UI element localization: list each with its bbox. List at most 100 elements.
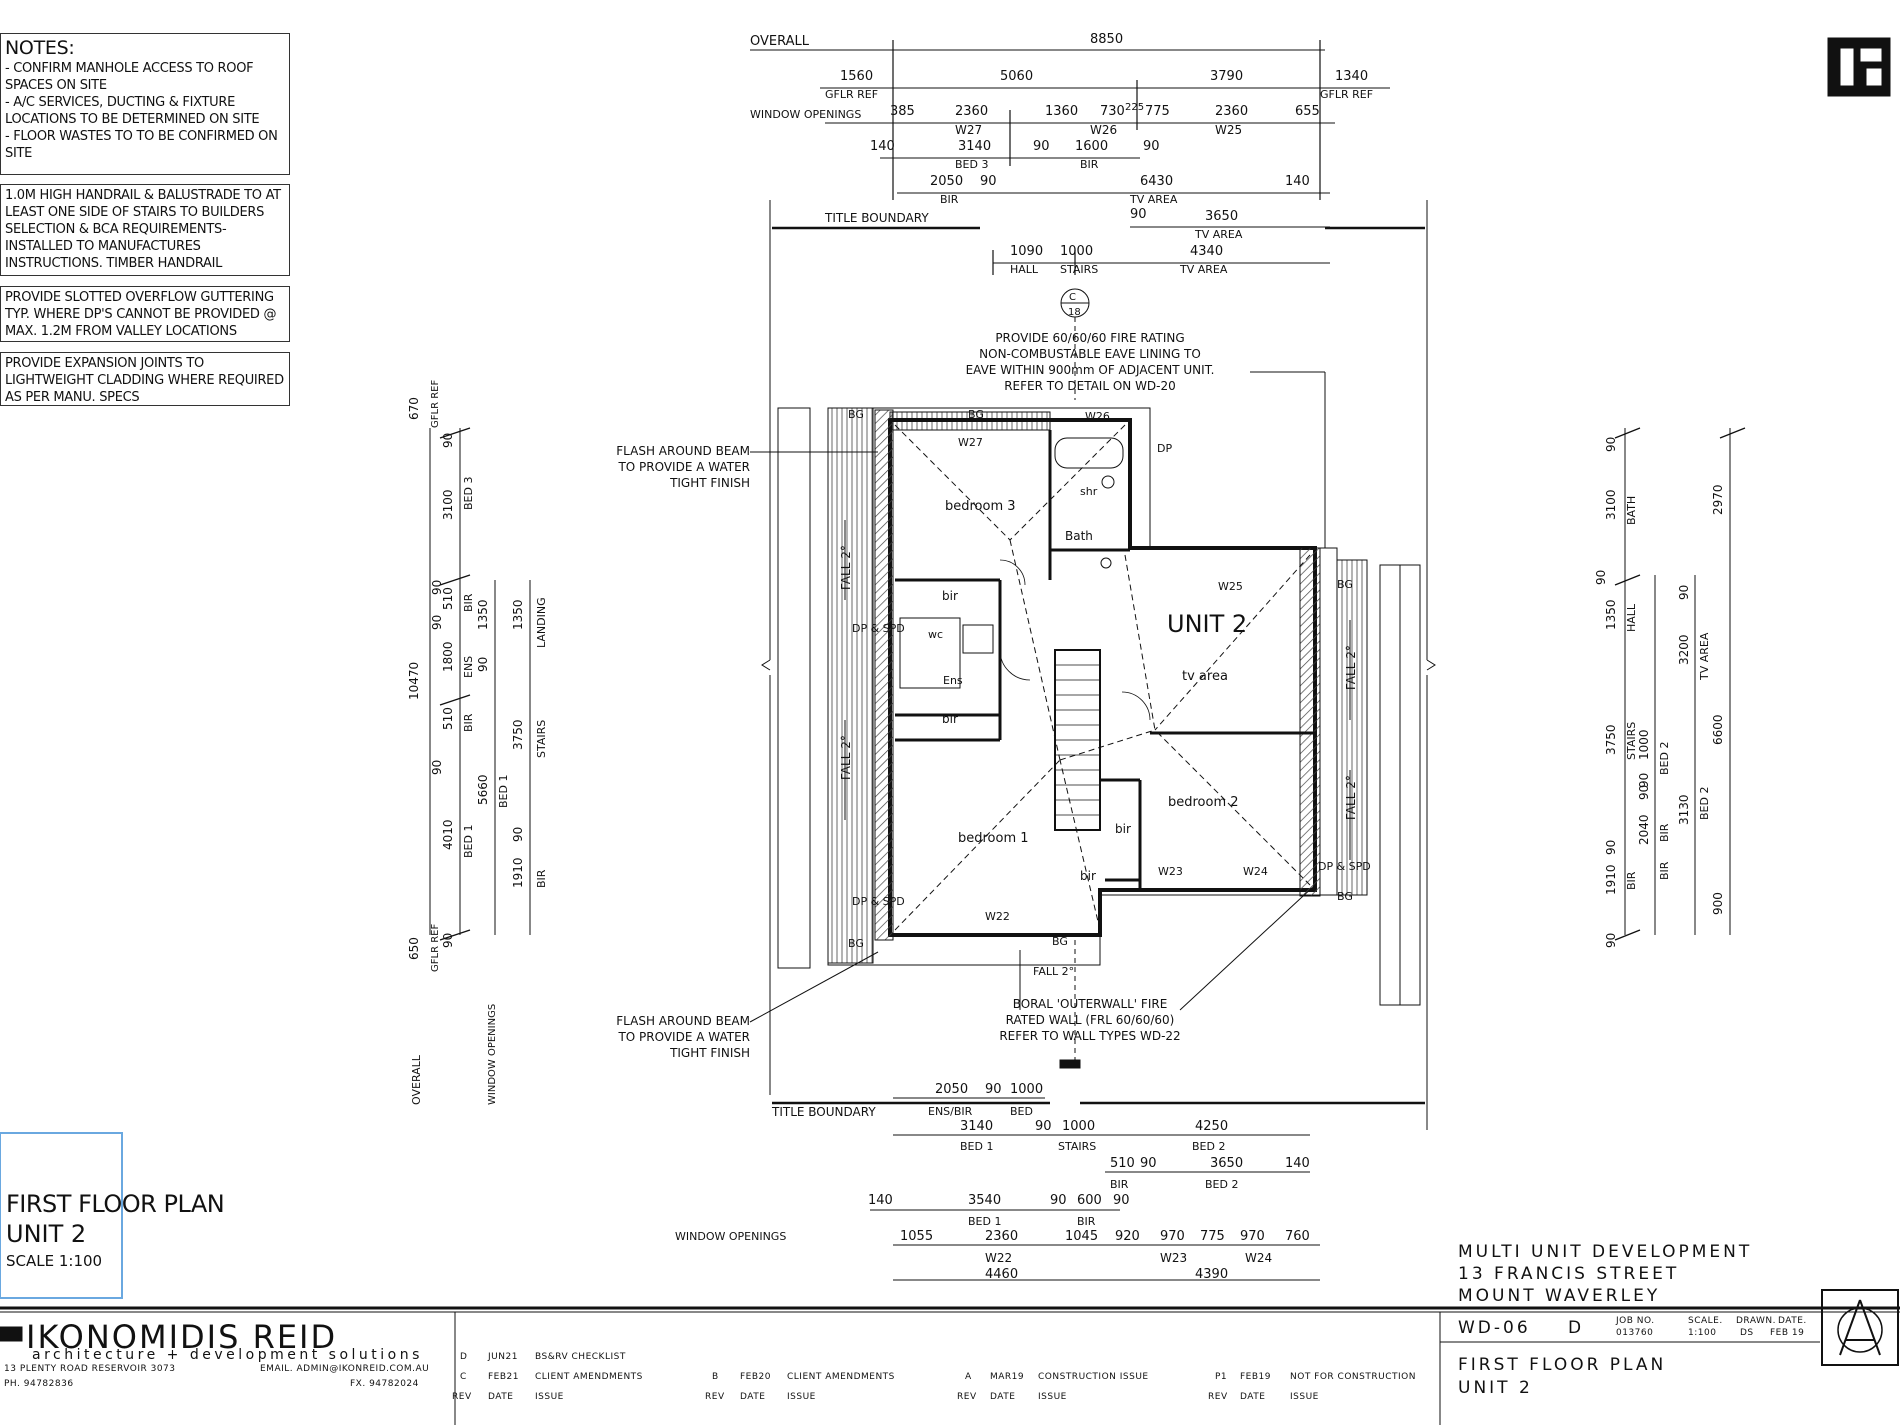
rev-header-date: DATE (488, 1392, 514, 1402)
dim: 670 (407, 397, 421, 420)
dim-label: STAIRS (1058, 1140, 1096, 1153)
window-openings-label: WINDOW OPENINGS (675, 1230, 786, 1243)
dim: 90 (1140, 1156, 1157, 1171)
dim-window: 970 (1160, 1229, 1185, 1244)
dim: 90 (476, 657, 490, 672)
notes-heading: NOTES: (5, 37, 75, 59)
dim-window: 760 (1285, 1229, 1310, 1244)
dim-label: HALL (1010, 263, 1039, 276)
dim-window: 1045 (1065, 1229, 1098, 1244)
dim-label: ENS/BIR (928, 1105, 973, 1118)
dim-label: BED 1 (462, 825, 475, 858)
dim-window: 920 (1115, 1229, 1140, 1244)
dim-label: BED 2 (1658, 742, 1671, 775)
unit-label: UNIT 2 (1167, 610, 1247, 638)
rev-b-date: FEB20 (740, 1372, 771, 1382)
dim-label: BED (1010, 1105, 1033, 1118)
window-label: W26 (1090, 123, 1117, 137)
dim-label: GFLR REF (430, 924, 441, 972)
dim-label: WINDOW OPENINGS (487, 1004, 498, 1105)
rev-b-issue: CLIENT AMENDMENTS (787, 1372, 895, 1382)
dp-tag: DP & SPD (852, 622, 905, 635)
job-no-label: JOB NO. (1616, 1316, 1655, 1326)
dim: 3650 (1210, 1156, 1243, 1171)
dim: 90 (980, 174, 997, 189)
fire-rating-note: PROVIDE 60/60/60 FIRE RATING (995, 331, 1184, 345)
rev-header-issue: ISSUE (1290, 1392, 1319, 1402)
dp-tag: DP & SPD (852, 895, 905, 908)
dim-label: BIR (535, 869, 548, 888)
dim-label: ENS (462, 656, 475, 678)
window-tag: W23 (1158, 865, 1183, 878)
dim: 90 (511, 827, 525, 842)
sheet-subtitle: UNIT 2 (1458, 1378, 1533, 1398)
dim: 140 (1285, 174, 1310, 189)
project-name: MULTI UNIT DEVELOPMENT (1458, 1242, 1753, 1262)
rev-p1-rev: P1 (1215, 1372, 1228, 1382)
dim: 6600 (1711, 714, 1725, 745)
drawn-label: DRAWN. (1736, 1316, 1776, 1326)
dim: 1000 (1010, 1082, 1043, 1097)
company-email: EMAIL. ADMIN@IKONREID.COM.AU (260, 1364, 430, 1374)
dim: 90 (1050, 1193, 1067, 1208)
dim-window: 970 (1240, 1229, 1265, 1244)
drawing-revision: D (1568, 1318, 1582, 1338)
flash-note: TIGHT FINISH (669, 476, 750, 490)
plan-unit: UNIT 2 (6, 1220, 87, 1248)
rev-header-issue: ISSUE (787, 1392, 816, 1402)
note-item: - A/C SERVICES, DUCTING & FIXTURE LOCATI… (5, 95, 260, 127)
dim: 3130 (1677, 794, 1691, 825)
dim: 5660 (476, 774, 490, 805)
dim: 4460 (985, 1267, 1018, 1282)
bg-tag: BG (1337, 578, 1353, 591)
dim-label: GFLR REF (430, 380, 441, 428)
dim-label: BED 2 (1205, 1178, 1238, 1191)
flash-note: TO PROVIDE A WATER (617, 1030, 750, 1044)
dim: 90 (441, 433, 455, 448)
room-label: tv area (1182, 669, 1228, 684)
rev-header-rev: REV (1208, 1392, 1228, 1402)
room-label: bir (1080, 869, 1096, 883)
dim: 3100 (1604, 489, 1618, 520)
drawing-number: WD-06 (1458, 1318, 1531, 1338)
window-label: W23 (1160, 1251, 1187, 1265)
fall-tag: FALL 2° (839, 545, 853, 590)
dim: 1600 (1075, 139, 1108, 154)
title-boundary-label: TITLE BOUNDARY (771, 1105, 876, 1119)
handrail-note-text: 1.0m HIGH HANDRAIL & BALUSTRADE TO AT LE… (5, 188, 281, 271)
rev-header-issue: ISSUE (535, 1392, 564, 1402)
dim: 3650 (1205, 209, 1238, 224)
guttering-note: PROVIDE SLOTTED OVERFLOW GUTTERING TYP. … (0, 286, 290, 342)
note-item: - FLOOR WASTES TO TO BE CONFIRMED ON SIT… (5, 129, 278, 161)
sheet-title: FIRST FLOOR PLAN (1458, 1355, 1667, 1375)
dim: 10470 (407, 662, 421, 700)
dp-tag: DP (1157, 442, 1172, 455)
dim: 2050 (935, 1082, 968, 1097)
fall-tag: FALL 2° (1033, 965, 1074, 978)
dim: 140 (1285, 1156, 1310, 1171)
dim-top: 1340 (1335, 69, 1368, 84)
dim: 90 (1604, 840, 1618, 855)
section-number: 18 (1068, 307, 1081, 318)
dim-window: 385 (890, 104, 915, 119)
dim: 1910 (1604, 864, 1618, 895)
dim: 90 (1130, 207, 1147, 222)
date-label: DATE. (1778, 1316, 1807, 1326)
dim: 1800 (441, 641, 455, 672)
rev-header-date: DATE (1240, 1392, 1266, 1402)
note-item: - CONFIRM MANHOLE ACCESS TO ROOF SPACES … (5, 61, 254, 93)
fire-rating-note: EAVE WITHIN 900mm OF ADJACENT UNIT. (966, 363, 1215, 377)
dim-label: OVERALL (410, 1054, 423, 1105)
dim: 90 (1677, 585, 1691, 600)
rev-c-rev: C (460, 1372, 467, 1382)
dim-window: 2360 (1215, 104, 1248, 119)
dim: 650 (407, 937, 421, 960)
window-tag: W22 (985, 910, 1010, 923)
dim-label: BED 1 (960, 1140, 993, 1153)
window-tag: W27 (958, 436, 983, 449)
bg-tag: BG (848, 937, 864, 950)
flash-note: TIGHT FINISH (669, 1046, 750, 1060)
handrail-note: 1.0m HIGH HANDRAIL & BALUSTRADE TO AT LE… (0, 184, 290, 276)
dim: 3200 (1677, 634, 1691, 665)
dim: 90 (1604, 933, 1618, 948)
